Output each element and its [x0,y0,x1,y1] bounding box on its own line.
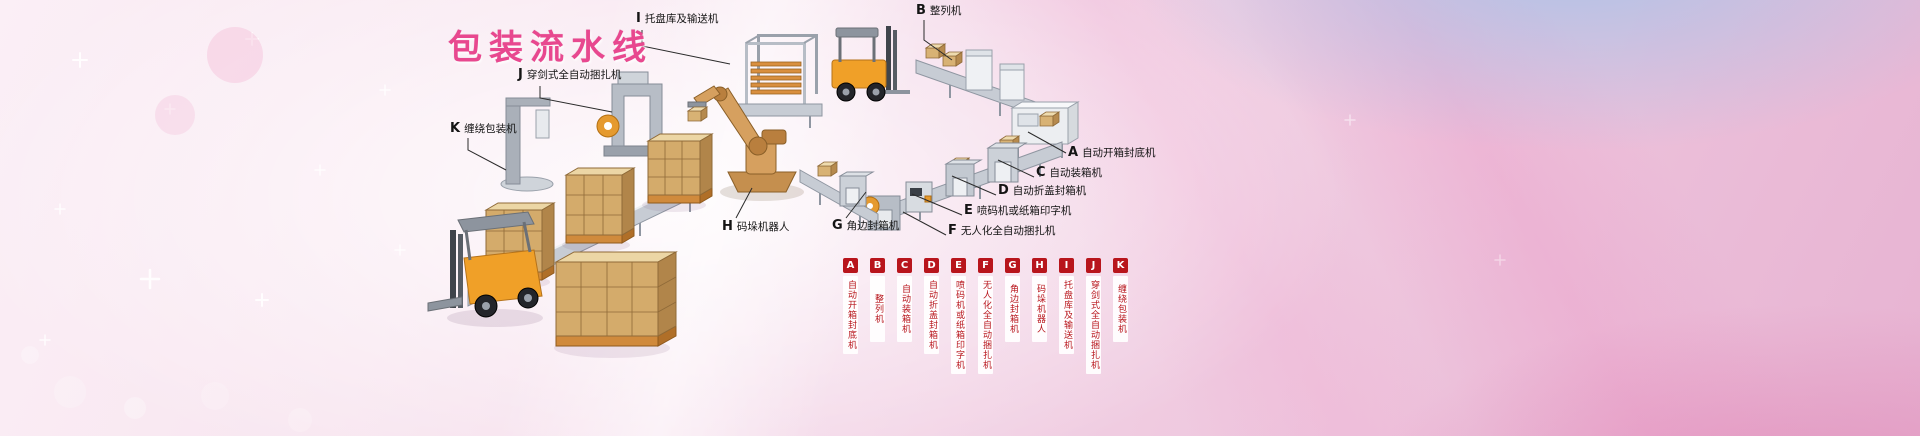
pallet-magazine-conveyor [734,34,823,128]
legend-item-i: I 托盘库及输送机 [1059,258,1074,374]
callout-k-label: 缠绕包装机 [464,123,517,135]
callout-d-letter: D [998,183,1009,198]
legend-badge-g: G [1005,258,1020,273]
callout-c-label: 自动装箱机 [1049,167,1103,179]
legend-badge-k: K [1113,258,1128,273]
callout-i-letter: I [636,11,641,26]
callout-leader-lines [467,20,1067,236]
legend-item-k: K 缠绕包装机 [1113,258,1128,374]
callout-h-label: 码垛机器人 [736,221,790,233]
machine-inkjet-printer [905,181,933,213]
callout-j-letter: J [518,67,523,82]
legend-label-a: 自动开箱封底机 [843,276,858,354]
callout-b-label: 整列机 [929,5,962,17]
callout-j-label: 穿剑式全自动捆扎机 [526,69,622,81]
palletizing-robot [687,85,804,201]
legend-label-j: 穿剑式全自动捆扎机 [1086,276,1101,374]
callout-a-label: 自动开箱封底机 [1082,147,1156,159]
callout-b: B 整列机 [916,4,961,17]
legend-badge-j: J [1086,258,1101,273]
legend-badge-a: A [843,258,858,273]
legend-badge-d: D [924,258,939,273]
callout-a: A 自动开箱封底机 [1068,146,1156,159]
forklift-top [831,26,910,102]
legend-badge-f: F [978,258,993,273]
machine-stretch-wrapper [500,97,554,192]
pallet-load-large [554,251,678,358]
pallet-load-2 [562,167,636,252]
machine-pallet-strapper [596,71,671,157]
callout-c: C 自动装箱机 [1036,166,1102,179]
legend-item-b: B 整列机 [870,258,885,374]
callout-g: G 角边封箱机 [832,219,899,232]
legend-item-e: E 喷码机或纸箱印字机 [951,258,966,374]
callout-d: D 自动折盖封箱机 [998,184,1086,197]
callout-j: J 穿剑式全自动捆扎机 [518,68,621,81]
legend-badge-c: C [897,258,912,273]
callout-i: I 托盘库及输送机 [636,12,718,25]
legend-label-g: 角边封箱机 [1005,276,1020,342]
callout-e-label: 喷码机或纸箱印字机 [976,205,1072,217]
machine-corner-sealer [838,171,875,207]
callout-h: H 码垛机器人 [722,220,789,233]
legend-label-f: 无人化全自动捆扎机 [978,276,993,374]
callout-a-letter: A [1068,145,1079,160]
callout-e: E 喷码机或纸箱印字机 [964,204,1071,217]
legend-label-c: 自动装箱机 [897,276,912,342]
callout-g-letter: G [832,218,843,233]
page-title: 包装流水线 [448,28,653,68]
legend-label-e: 喷码机或纸箱印字机 [951,276,966,374]
machine-flap-folder-sealer [944,159,983,197]
callout-e-letter: E [964,203,973,218]
callout-h-letter: H [722,219,733,234]
legend-item-g: G 角边封箱机 [1005,258,1020,374]
callout-f-label: 无人化全自动捆扎机 [960,225,1056,237]
forklift-bottom [427,211,543,327]
sparkle-decorations [39,32,1506,346]
legend-item-j: J 穿剑式全自动捆扎机 [1086,258,1101,374]
legend-badge-i: I [1059,258,1074,273]
callout-k: K 缠绕包装机 [450,122,517,135]
callout-g-label: 角边封箱机 [846,220,900,232]
machine-legend: A 自动开箱封底机 B 整列机 C 自动装箱机 D 自动折盖封箱机 E 喷码机或… [843,258,1128,374]
callout-b-letter: B [916,3,926,18]
legend-label-k: 缠绕包装机 [1113,276,1128,342]
legend-item-a: A 自动开箱封底机 [843,258,858,374]
legend-item-c: C 自动装箱机 [897,258,912,374]
callout-c-letter: C [1036,165,1046,180]
legend-label-d: 自动折盖封箱机 [924,276,939,354]
legend-item-h: H 码垛机器人 [1032,258,1047,374]
legend-badge-h: H [1032,258,1047,273]
callout-i-label: 托盘库及输送机 [644,13,719,25]
legend-label-i: 托盘库及输送机 [1059,276,1074,354]
legend-badge-e: E [951,258,966,273]
legend-item-d: D 自动折盖封箱机 [924,258,939,374]
legend-item-f: F 无人化全自动捆扎机 [978,258,993,374]
machine-case-packer [986,142,1028,183]
machine-case-erector [1010,101,1080,158]
callout-k-letter: K [450,121,461,136]
bokeh-circles [21,27,312,432]
pallet-load-3 [642,133,714,212]
legend-label-h: 码垛机器人 [1032,276,1047,342]
callout-d-label: 自动折盖封箱机 [1012,185,1087,197]
legend-label-b: 整列机 [870,276,885,342]
callout-f-letter: F [948,223,957,238]
callout-f: F 无人化全自动捆扎机 [948,224,1055,237]
legend-badge-b: B [870,258,885,273]
